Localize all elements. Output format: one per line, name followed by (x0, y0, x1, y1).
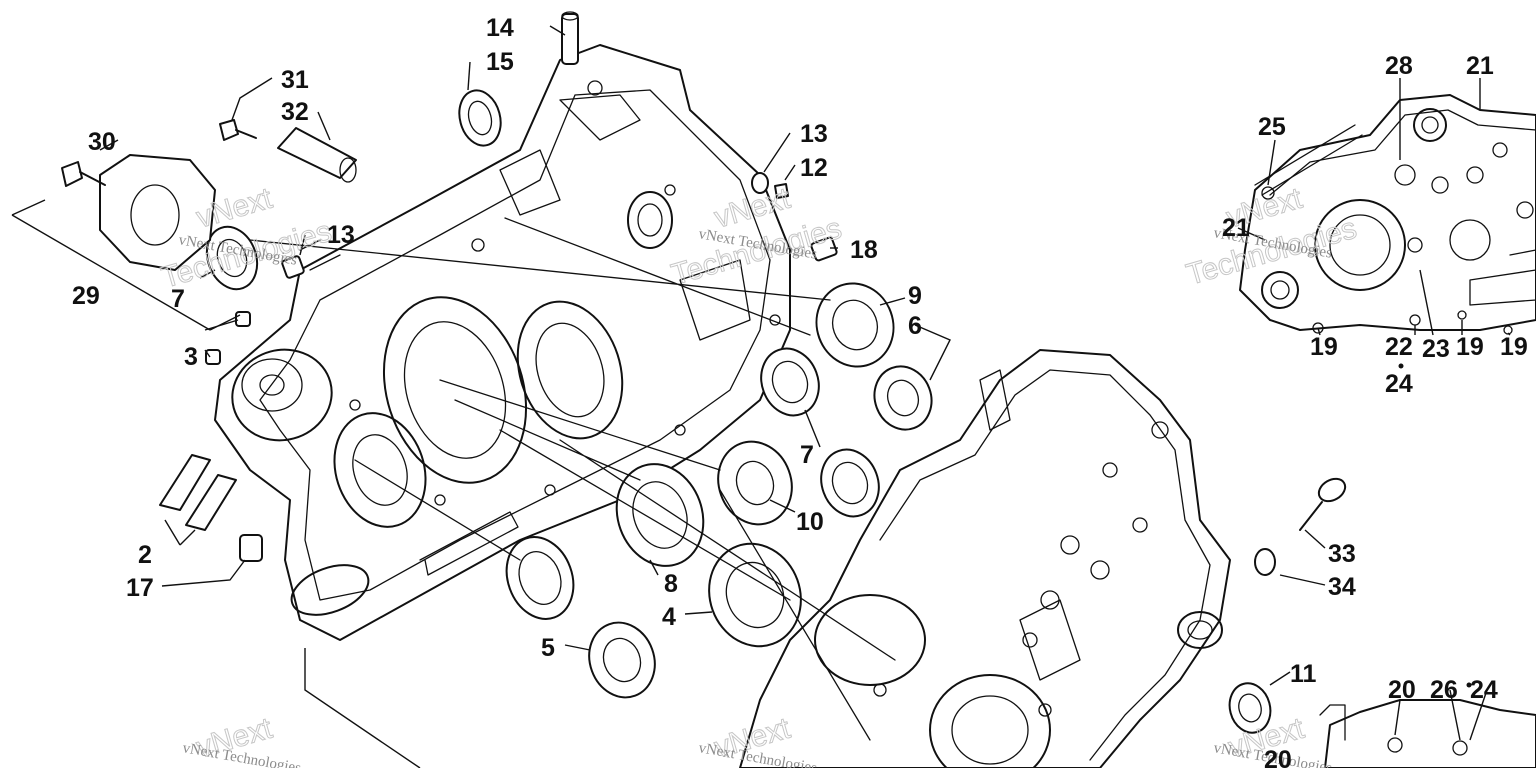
right-crankcase-half (739, 349, 1231, 768)
callout-label: 3 (184, 343, 198, 371)
bolt-31 (219, 119, 257, 141)
callout-label: 26 (1430, 676, 1458, 704)
callout-label: 17 (126, 574, 154, 602)
callout-label: 28 (1385, 52, 1413, 80)
bottom-right-cover (1319, 699, 1536, 768)
callout-label: 23 (1422, 335, 1450, 363)
bearing-5-lower (588, 621, 656, 699)
callout-label: 12 (800, 154, 828, 182)
callout-label: 31 (281, 66, 309, 94)
callout-label: 32 (281, 98, 309, 126)
fitting-2 (159, 454, 237, 531)
seal-11 (1228, 682, 1272, 734)
dowel-18 (810, 236, 838, 262)
callout-label: 21 (1222, 214, 1250, 242)
dipstick-33 (1299, 477, 1347, 531)
callout-label: 11 (1290, 660, 1317, 688)
bearing-10 (717, 440, 793, 526)
callout-label: 9 (908, 282, 922, 310)
callout-label: 34 (1328, 573, 1356, 601)
plug-3 (205, 311, 251, 365)
callout-label: 6 (908, 312, 922, 340)
part-32 (277, 127, 357, 183)
bearing-9 (815, 282, 895, 368)
callout-label: 29 (72, 282, 100, 310)
callout-label: 13 (800, 120, 828, 148)
callout-label: 24 (1470, 676, 1498, 704)
callout-label: 2 (138, 541, 152, 569)
callout-label: 10 (796, 508, 824, 536)
callout-label: 25 (1258, 113, 1286, 141)
washer-13-right (751, 172, 769, 194)
bearing-8 (615, 463, 705, 567)
bearing-7-right (820, 448, 880, 518)
callout-label: 19 (1500, 333, 1528, 361)
bearing-7-left (205, 225, 259, 291)
callout-label: 18 (850, 236, 878, 264)
left-crankcase-half (214, 44, 791, 641)
callout-label: 7 (800, 441, 814, 469)
leader-lines (11, 25, 1511, 768)
callout-label: 15 (486, 48, 514, 76)
right-side-cover (1239, 94, 1536, 335)
bolt-12 (774, 183, 789, 199)
callout-label: 19 (1456, 333, 1484, 361)
dowel-17 (239, 534, 263, 562)
callout-label: 14 (486, 14, 514, 42)
callout-label: 4 (662, 603, 676, 631)
bearing-5-upper (505, 536, 575, 620)
bearing-6 (873, 365, 933, 431)
callout-labels: 14 15 31 32 30 13 12 13 18 29 7 3 9 6 7 … (72, 14, 1528, 768)
callout-label: 24 (1385, 370, 1413, 398)
housing-29 (99, 154, 216, 271)
bearing-7-center (760, 347, 820, 417)
pin-14 (561, 11, 579, 65)
callout-label: 20 (1388, 676, 1416, 704)
callout-label: 5 (541, 634, 555, 662)
callout-label: 19 (1310, 333, 1338, 361)
bolt-30 (61, 161, 106, 187)
callout-label: 13 (327, 221, 355, 249)
callout-label: 21 (1466, 52, 1494, 80)
callout-label: 30 (88, 128, 116, 156)
dowel-13-left (281, 255, 305, 279)
oring-34 (1254, 548, 1276, 576)
callout-label: 7 (171, 285, 185, 313)
callout-label: 8 (664, 570, 678, 598)
callout-label: 33 (1328, 540, 1356, 568)
callout-label: 20 (1264, 746, 1292, 768)
seal-15 (458, 89, 502, 147)
callout-label: 22 (1385, 333, 1413, 361)
